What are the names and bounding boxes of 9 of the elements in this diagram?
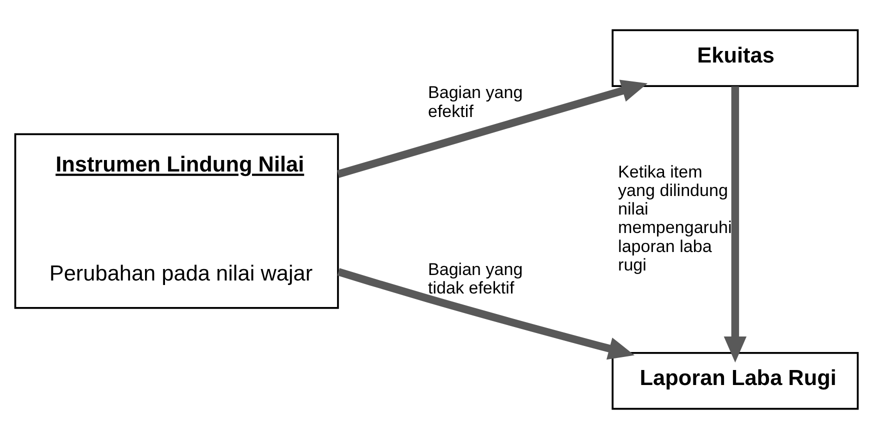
edge-label: Bagian yang tidak efektif xyxy=(427,260,522,298)
arrow xyxy=(336,80,648,178)
edge-label: Ketika item yang dilindung nilai mempengaruhi laporan laba rugi xyxy=(618,162,732,274)
arrow xyxy=(723,86,746,362)
node-box: Instrumen Lindung Nilai Perubahan pada nilai wajar xyxy=(14,133,338,309)
edge-label: Bagian yang efektif xyxy=(427,83,522,121)
node-box: Laporan Laba Rugi xyxy=(611,352,858,410)
arrow xyxy=(336,268,634,360)
node-box: Ekuitas xyxy=(611,29,858,87)
